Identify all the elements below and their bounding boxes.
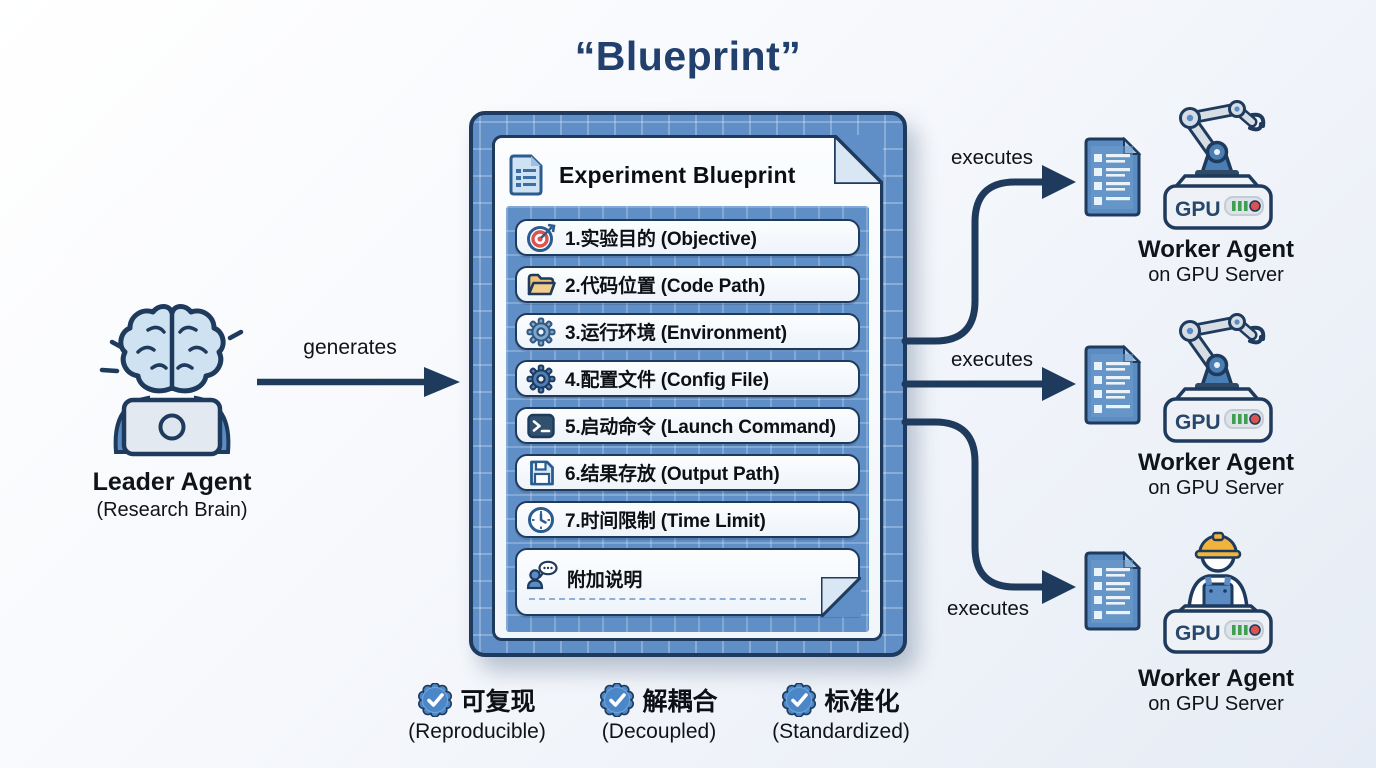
gpu-server-label: GPU (1175, 198, 1221, 221)
terminal-icon (527, 413, 555, 438)
executes-label: executes (950, 348, 1034, 371)
gear-icon (526, 364, 556, 393)
blueprint-item-environment: 3.运行环境 (Environment) (515, 313, 860, 350)
verified-check-icon (782, 683, 817, 717)
item-label: 7.时间限制 (Time Limit) (565, 511, 766, 532)
checklist-document-icon (1084, 550, 1142, 631)
badge-sublabel: (Decoupled) (601, 720, 717, 743)
worker-agent-label: Worker Agent (1137, 665, 1295, 692)
blueprint-item-time-limit: 7.时间限制 (Time Limit) (515, 501, 860, 538)
notes-dashed-line (529, 598, 806, 600)
blueprint-inset: 1.实验目的 (Objective) 2.代码位置 (Code Path) (506, 206, 869, 632)
folder-icon (527, 273, 556, 295)
floppy-disk-icon (530, 460, 554, 485)
robot-arm-icon: GPU (1163, 313, 1273, 443)
notes-fold-corner (820, 576, 861, 617)
blueprint-item-objective: 1.实验目的 (Objective) (515, 219, 860, 256)
worker-agent-sublabel: on GPU Server (1148, 264, 1284, 286)
verified-check-icon (418, 683, 453, 717)
badge-decoupled: 解耦合 (Decoupled) (566, 682, 752, 744)
gpu-server-label: GPU (1175, 622, 1221, 645)
item-label: 3.运行环境 (Environment) (565, 323, 787, 344)
blueprint-item-output-path: 6.结果存放 (Output Path) (515, 454, 860, 491)
blueprint-header: Experiment Blueprint (509, 150, 796, 200)
blueprint-item-code-path: 2.代码位置 (Code Path) (515, 266, 860, 303)
target-icon (527, 223, 556, 252)
executes-label: executes (946, 597, 1030, 620)
item-label: 2.代码位置 (Code Path) (565, 276, 766, 297)
badge-sublabel: (Reproducible) (408, 720, 546, 743)
item-label: 1.实验目的 (Objective) (565, 229, 757, 250)
badge-standardized: 标准化 (Standardized) (748, 682, 934, 744)
blueprint-item-notes: 附加说明 (515, 548, 861, 617)
leader-agent-sublabel: (Research Brain) (96, 499, 248, 521)
person-note-icon (526, 560, 558, 590)
badge-label: 解耦合 (642, 688, 718, 716)
executes-label: executes (950, 146, 1034, 169)
blueprint-item-config-file: 4.配置文件 (Config File) (515, 360, 860, 397)
item-label: 5.启动命令 (Launch Command) (565, 417, 836, 438)
clock-icon (528, 506, 554, 533)
worker-agent-sublabel: on GPU Server (1148, 693, 1284, 715)
page-title: “Blueprint” (574, 33, 802, 79)
checklist-document-icon (1084, 344, 1142, 425)
blueprint-paper: Experiment Blueprint 1.实验目的 (Objective) (492, 135, 883, 641)
gpu-server-label: GPU (1175, 411, 1221, 434)
document-icon (509, 154, 543, 196)
worker-agent-label: Worker Agent (1137, 449, 1295, 476)
leader-agent-brain-icon (99, 304, 244, 457)
generates-arrow (257, 367, 460, 397)
leader-agent-label: Leader Agent (92, 468, 252, 496)
worker-agent-label: Worker Agent (1137, 236, 1295, 263)
badge-label: 可复现 (460, 688, 536, 716)
verified-check-icon (600, 683, 635, 717)
worker-agent-sublabel: on GPU Server (1148, 477, 1284, 499)
generates-label: generates (303, 336, 397, 359)
item-label: 附加说明 (567, 570, 643, 591)
human-worker-icon: GPU (1163, 531, 1273, 654)
item-label: 4.配置文件 (Config File) (565, 370, 769, 391)
paper-fold-corner (834, 135, 883, 184)
badge-sublabel: (Standardized) (772, 720, 910, 743)
item-label: 6.结果存放 (Output Path) (565, 464, 780, 485)
badge-reproducible: 可复现 (Reproducible) (384, 682, 570, 744)
blueprint-title: Experiment Blueprint (559, 161, 796, 188)
checklist-document-icon (1084, 136, 1142, 217)
badge-label: 标准化 (824, 688, 900, 716)
robot-arm-icon: GPU (1163, 100, 1273, 230)
blueprint-item-launch-command: 5.启动命令 (Launch Command) (515, 407, 860, 444)
gear-icon (526, 317, 556, 346)
